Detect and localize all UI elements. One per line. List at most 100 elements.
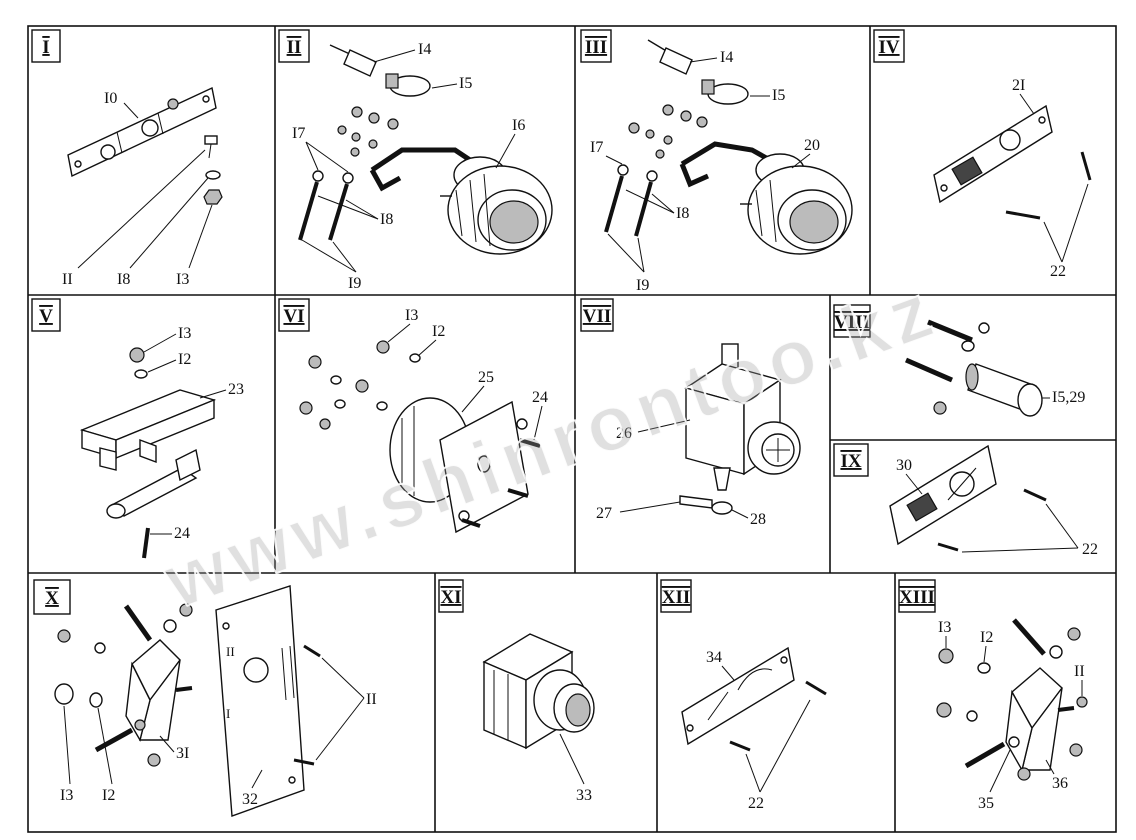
p4-label-1: 22 (1050, 263, 1066, 280)
fuse (106, 448, 201, 519)
p6-label-3: 24 (532, 389, 548, 406)
panel-12: XII 34 22 (660, 579, 827, 812)
plate-mark-i: I (226, 706, 230, 721)
panel-4-roman: IV (878, 37, 899, 58)
p9-label-1: 22 (1082, 541, 1098, 558)
indicator-lamp (965, 363, 1043, 417)
panel-7: VII 26 27 28 (580, 298, 801, 528)
panel-3: III I4 I5 20 I7 (580, 29, 853, 294)
watermark-text: www.shinrontoo.kz (152, 264, 948, 625)
screw (1005, 210, 1041, 220)
nut (711, 501, 733, 515)
sensor-body (684, 343, 801, 491)
screw (303, 644, 321, 658)
p9-label-0: 30 (896, 457, 912, 474)
p10-label-4: I2 (102, 787, 115, 804)
p10-label-0: 3I (176, 745, 189, 762)
outer-frame (27, 25, 1117, 833)
panel-10: X II I 3I II 32 I3 (33, 579, 377, 817)
screw (142, 527, 150, 559)
panel-4: IV 2I 22 (873, 29, 1092, 280)
p12-label-1: 22 (748, 795, 764, 812)
p2-label-3: I7 (292, 125, 305, 142)
lamp-socket (343, 49, 377, 77)
p1-label-1: II (62, 271, 73, 288)
washer (89, 692, 103, 708)
screw (933, 401, 947, 415)
p3-label-0: I4 (720, 49, 733, 66)
terminal-lug (679, 495, 713, 509)
washer (977, 662, 991, 674)
fuse-holder (79, 389, 217, 471)
switch-plate: II I (215, 585, 305, 817)
p7-label-0: 26 (616, 425, 632, 442)
p3-label-4: I8 (676, 205, 689, 222)
p5-label-3: 24 (174, 525, 190, 542)
indicator-lamp-housing (747, 153, 853, 255)
panel-5: V I3 I2 23 24 (31, 298, 244, 559)
wire-terminals (298, 170, 354, 241)
p2-label-1: I5 (459, 75, 472, 92)
screw (937, 542, 959, 552)
indicator-lamp-housing (447, 156, 553, 255)
p11-label-0: 33 (576, 787, 592, 804)
p6-label-0: I3 (405, 307, 418, 324)
lamp-socket (659, 47, 693, 75)
screw (293, 758, 315, 766)
washer (134, 369, 148, 379)
p6-label-2: 25 (478, 369, 494, 386)
p7-label-2: 28 (750, 511, 766, 528)
washer (205, 170, 221, 180)
nut (938, 648, 954, 664)
screw (729, 740, 751, 752)
p13-label-3: 36 (1052, 775, 1068, 792)
toggle-switch (1005, 667, 1075, 772)
p13-label-0: I3 (938, 619, 951, 636)
panel-grid (27, 25, 1117, 833)
panel-13-roman: XIII (899, 587, 935, 608)
p10-label-2: 32 (242, 791, 258, 808)
sun-icon (100, 144, 116, 160)
panel-1: I I0 II I8 I3 (31, 29, 223, 288)
screw (805, 680, 827, 696)
p2-label-5: I9 (348, 275, 361, 292)
p5-label-0: I3 (178, 325, 191, 342)
label-plate (681, 646, 795, 746)
panel-8: VIII I5,29 (833, 304, 1085, 417)
p13-label-2: II (1074, 663, 1085, 680)
panel-10-roman: X (45, 588, 59, 609)
plate-mark-ii: II (226, 644, 235, 659)
p6-label-1: I2 (432, 323, 445, 340)
p8-label-0: I5,29 (1052, 389, 1085, 406)
panel-7-roman: VII (583, 306, 612, 327)
panel-1-roman: I (42, 37, 49, 58)
panel-8-roman: VIII (834, 312, 870, 333)
push-button-switch (482, 633, 595, 750)
p2-label-0: I4 (418, 41, 431, 58)
panel-2: II I4 I5 I6 I (278, 29, 553, 292)
p3-label-2: 20 (804, 137, 820, 154)
panel-9-roman: IX (840, 451, 861, 472)
screw (204, 135, 218, 145)
p10-label-1: II (366, 691, 377, 708)
panel-13: XIII I3 I2 II 36 35 (898, 579, 1088, 812)
panel-11: XI 33 (438, 579, 595, 804)
p7-label-1: 27 (596, 505, 612, 522)
nut (129, 347, 145, 363)
switch-body (389, 397, 529, 534)
p5-label-2: 23 (228, 381, 244, 398)
p13-label-4: 35 (978, 795, 994, 812)
p2-label-4: I8 (380, 211, 393, 228)
p3-label-5: I9 (636, 277, 649, 294)
panel-2-roman: II (287, 37, 302, 58)
nut (54, 683, 74, 705)
p4-label-0: 2I (1012, 77, 1025, 94)
panel-3-roman: III (585, 37, 607, 58)
toggle-switch (125, 639, 193, 742)
nuts-group (337, 106, 399, 157)
panel-6-roman: VI (283, 306, 304, 327)
nut (203, 189, 223, 205)
p10-label-3: I3 (60, 787, 73, 804)
p3-label-1: I5 (772, 87, 785, 104)
